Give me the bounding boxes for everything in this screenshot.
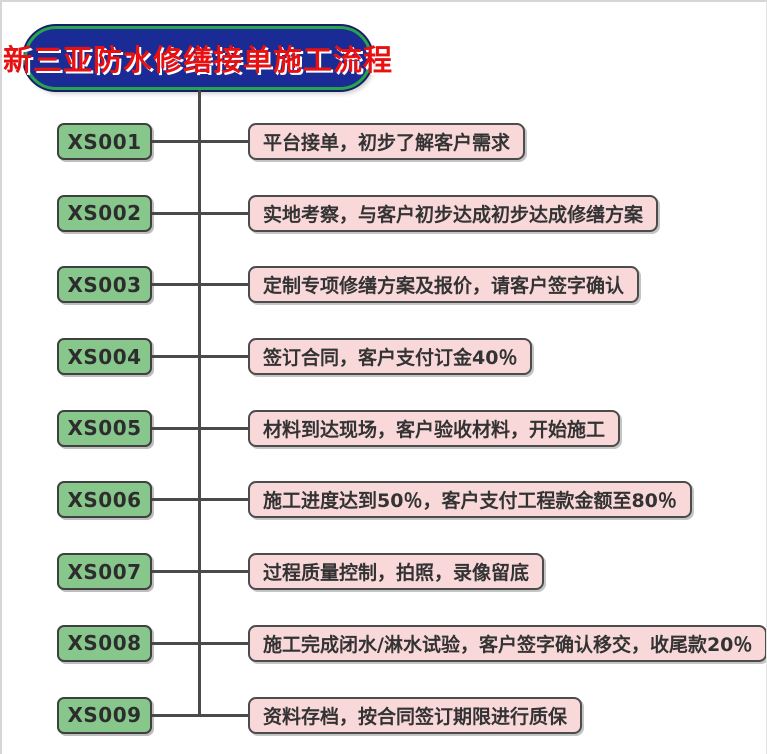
step-code-node[interactable]: XS009 <box>57 696 152 734</box>
step-description-node[interactable]: 资料存档，按合同签订期限进行质保 <box>248 696 583 734</box>
branch-connector-line <box>152 426 248 430</box>
step-description-label: 平台接单，初步了解客户需求 <box>263 132 511 154</box>
step-description-node[interactable]: 定制专项修缮方案及报价，请客户签字确认 <box>248 266 640 304</box>
step-code-node[interactable]: XS007 <box>57 553 152 591</box>
step-row: XS007 过程质量控制，拍照，录像留底 <box>2 553 766 591</box>
step-code-node[interactable]: XS006 <box>57 481 152 519</box>
branch-connector-line <box>152 355 248 359</box>
step-code-node[interactable]: XS003 <box>57 266 152 304</box>
step-code-node[interactable]: XS001 <box>57 123 152 160</box>
step-description-label: 施工完成闭水/淋水试验，客户签字确认移交，收尾款20％ <box>263 633 753 656</box>
step-row: XS006 施工进度达到50％，客户支付工程款金额至80％ <box>2 481 766 519</box>
step-description-node[interactable]: 施工进度达到50％，客户支付工程款金额至80％ <box>248 481 692 519</box>
step-code-node[interactable]: XS008 <box>57 624 152 662</box>
step-row: XS004 签订合同，客户支付订金40％ <box>2 338 766 376</box>
branch-connector-line <box>152 283 248 287</box>
step-code-label: XS002 <box>67 201 142 226</box>
step-rows: XS001 平台接单，初步了解客户需求 XS002 实地考察，与客户初步达成初步… <box>2 123 766 734</box>
step-code-label: XS005 <box>67 416 142 441</box>
step-row: XS008 施工完成闭水/淋水试验，客户签字确认移交，收尾款20％ <box>2 624 766 662</box>
step-code-node[interactable]: XS002 <box>57 194 152 232</box>
step-code-label: XS001 <box>67 129 142 154</box>
step-code-label: XS006 <box>67 487 142 512</box>
step-description-node[interactable]: 平台接单，初步了解客户需求 <box>248 123 526 160</box>
step-description-label: 实地考察，与客户初步达成初步达成修缮方案 <box>263 203 644 226</box>
step-row: XS005 材料到达现场，客户验收材料，开始施工 <box>2 409 766 447</box>
branch-connector-line <box>152 498 248 502</box>
step-description-label: 资料存档，按合同签订期限进行质保 <box>263 705 568 728</box>
step-code-label: XS007 <box>67 559 142 584</box>
trunk-connector-line <box>198 90 201 717</box>
branch-connector-line <box>152 641 248 645</box>
step-code-node[interactable]: XS004 <box>57 338 152 376</box>
flowchart-title-node[interactable]: 新三亚防水修缮接单施工流程 <box>3 26 392 90</box>
step-description-node[interactable]: 施工完成闭水/淋水试验，客户签字确认移交，收尾款20％ <box>248 624 766 662</box>
step-description-node[interactable]: 实地考察，与客户初步达成初步达成修缮方案 <box>248 194 659 232</box>
step-code-label: XS009 <box>67 703 142 727</box>
step-row: XS009 资料存档，按合同签订期限进行质保 <box>2 696 766 734</box>
step-code-label: XS008 <box>67 631 142 656</box>
step-code-node[interactable]: XS005 <box>57 409 152 447</box>
step-code-label: XS003 <box>67 272 142 297</box>
branch-connector-line <box>152 570 248 574</box>
step-description-label: 过程质量控制，拍照，录像留底 <box>263 562 530 585</box>
step-description-node[interactable]: 过程质量控制，拍照，录像留底 <box>248 553 545 591</box>
step-description-label: 施工进度达到50％，客户支付工程款金额至80％ <box>263 490 677 513</box>
step-description-label: 材料到达现场，客户验收材料，开始施工 <box>263 418 606 441</box>
step-description-node[interactable]: 材料到达现场，客户验收材料，开始施工 <box>248 409 621 447</box>
branch-connector-line <box>152 140 248 143</box>
step-row: XS001 平台接单，初步了解客户需求 <box>2 123 766 160</box>
step-row: XS002 实地考察，与客户初步达成初步达成修缮方案 <box>2 194 766 232</box>
step-code-label: XS004 <box>67 344 142 369</box>
branch-connector-line <box>152 211 248 215</box>
step-description-node[interactable]: 签订合同，客户支付订金40％ <box>248 338 533 376</box>
branch-connector-line <box>152 713 248 717</box>
step-description-label: 定制专项修缮方案及报价，请客户签字确认 <box>263 275 625 298</box>
step-description-label: 签订合同，客户支付订金40％ <box>263 347 518 370</box>
step-row: XS003 定制专项修缮方案及报价，请客户签字确认 <box>2 266 766 304</box>
flowchart-title-text: 新三亚防水修缮接单施工流程 <box>3 43 394 77</box>
